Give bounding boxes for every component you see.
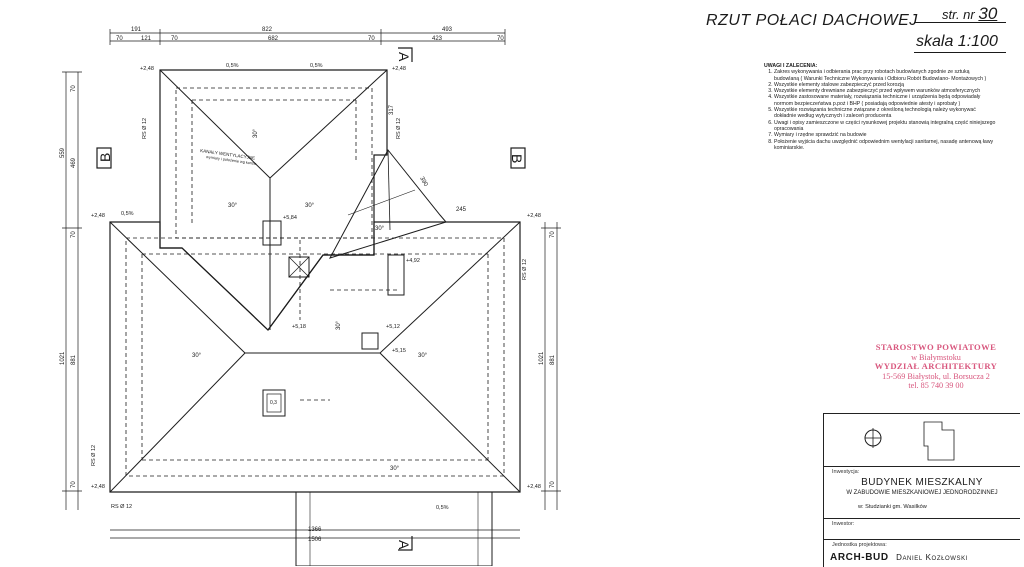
dim-bottom-2: 1506 <box>308 537 322 543</box>
dim-right-4: 70 <box>550 481 556 488</box>
stamp-line: WYDZIAŁ ARCHITEKTURY <box>874 361 998 372</box>
dim-inner-1: 70 <box>116 36 123 42</box>
note-item: Uwagi i opisy zamieszczone w części rysu… <box>774 120 996 133</box>
dim-left-7: 70 <box>71 481 77 488</box>
stamp-line: tel. 85 740 39 00 <box>908 381 964 391</box>
notes-heading: UWAGI I ZALECENIA: <box>764 63 818 69</box>
drawing-scale: skala 1:100 <box>916 33 998 50</box>
dim-inner-6: 423 <box>432 36 443 42</box>
elevation-mark: +2,48 <box>140 66 154 72</box>
office-stamp: STAROSTWO POWIATOWE w Białymstoku WYDZIA… <box>868 342 1004 391</box>
page-number: str. nr 30 <box>942 4 997 24</box>
building-subtitle: W ZABUDOWIE MIESZKANIOWEJ JEDNORODZINNEJ <box>846 490 998 496</box>
gutter-slope: 0,5% <box>436 505 449 511</box>
section-mark-b: B <box>509 154 525 163</box>
elevation-mark: +2,48 <box>91 484 105 490</box>
section-mark-a: A <box>396 52 412 62</box>
stamp-line: STAROSTWO POWIATOWE <box>875 342 997 352</box>
section-mark-b: B <box>97 153 113 162</box>
scale-underline <box>914 52 1006 53</box>
ridge-level: +4,92 <box>406 258 420 264</box>
note-item: Wszystkie zastosowane materiały, rozwiąz… <box>774 94 996 107</box>
dim-inner-2: 121 <box>141 36 152 42</box>
gutter-slope: 0,5% <box>121 211 134 217</box>
window-label: 0,3 <box>270 400 277 406</box>
gutter-slope: 0,5% <box>226 63 239 69</box>
elevation-mark: +2,48 <box>527 484 541 490</box>
location: w: Studzianki gm. Wasilków <box>858 504 927 510</box>
dim-bottom-1: 1366 <box>308 527 322 533</box>
dim-top-3: 493 <box>442 27 453 33</box>
stamp-line: 15-569 Białystok, ul. Borsucza 2 <box>882 371 990 381</box>
slope-angle: 30° <box>228 203 238 209</box>
stamp-line: w Białymstoku <box>911 352 961 362</box>
dim-left-4: 70 <box>71 231 77 238</box>
slope-angle: 30° <box>418 353 428 359</box>
dim-extra-390: 390 <box>418 176 429 188</box>
dim-right-3: 1021 <box>539 351 545 365</box>
company-name: ARCH-BUD Daniel Kozłowski <box>830 552 968 563</box>
slope-angle: 30° <box>390 466 400 472</box>
dim-left-5: 881 <box>71 354 77 365</box>
slope-angle: 30° <box>253 128 259 138</box>
dim-left-3: 559 <box>60 147 66 158</box>
gutter-label: RS Ø 12 <box>91 445 97 466</box>
notes-list: Zakres wykonywania i odbierania prac prz… <box>764 69 996 151</box>
ridge-level: +5,12 <box>386 324 400 330</box>
elevation-mark: +2,48 <box>91 213 105 219</box>
note-item: Wszystkie elementy drewniane zabezpieczy… <box>774 88 996 94</box>
dim-left-2: 469 <box>71 157 77 168</box>
dim-inner-3: 70 <box>171 36 178 42</box>
note-item: Zakres wykonywania i odbierania prac prz… <box>774 69 996 82</box>
title-underline <box>914 22 1006 23</box>
gutter-label: RS Ø 12 <box>522 259 528 280</box>
dim-inner-7: 70 <box>497 36 504 42</box>
slope-angle: 30° <box>305 203 315 209</box>
drawing-title: RZUT POŁACI DACHOWEJ <box>706 12 918 29</box>
dim-left-6: 1021 <box>60 351 66 365</box>
dim-inner-5: 70 <box>368 36 375 42</box>
title-block: Inwestycja: BUDYNEK MIESZKALNY W ZABUDOW… <box>823 413 1020 567</box>
duct-sublabel: wymiary i położenie wg konstr. <box>206 155 257 166</box>
ridge-level: +5,84 <box>283 215 297 221</box>
ridge-level: +5,18 <box>292 324 306 330</box>
gutter-label: RS Ø 12 <box>142 118 148 139</box>
investor-label: Inwestor: <box>832 521 855 527</box>
note-item: Położenie wyjścia dachu uwzględnić odpow… <box>774 139 996 152</box>
ridge-level: +5,15 <box>392 348 406 354</box>
investment-label: Inwestycja: <box>832 469 860 475</box>
gutter-label: RS Ø 12 <box>111 504 132 510</box>
dim-right-2: 881 <box>550 354 556 365</box>
dim-inner-4: 682 <box>268 36 279 42</box>
page-label: str. nr <box>942 7 975 22</box>
page-number-value: 30 <box>978 4 998 23</box>
elevation-mark: +2,48 <box>527 213 541 219</box>
designer-name: Daniel Kozłowski <box>896 553 969 562</box>
dim-extra-245: 245 <box>456 207 467 213</box>
dim-extra-317: 317 <box>389 104 395 115</box>
gutter-slope: 0,5% <box>310 63 323 69</box>
dim-top-1: 191 <box>131 27 142 33</box>
dim-top-2: 822 <box>262 27 273 33</box>
notes-block: UWAGI I ZALECENIA: Zakres wykonywania i … <box>764 63 996 151</box>
dim-right-1: 70 <box>550 231 556 238</box>
slope-angle: 30° <box>336 320 342 330</box>
note-item: Wymiary i rzędne sprawdzić na budowie <box>774 132 996 138</box>
gutter-label: RS Ø 12 <box>396 118 402 139</box>
slope-angle: 30° <box>375 226 385 232</box>
note-item: Wszystkie elementy stalowe zabezpieczyć … <box>774 82 996 88</box>
slope-angle: 30° <box>192 353 202 359</box>
elevation-mark: +2,48 <box>392 66 406 72</box>
company: ARCH-BUD <box>830 552 889 563</box>
note-item: Wszystkie rozwiązania techniczne związan… <box>774 107 996 120</box>
building-name: BUDYNEK MIESZKALNY <box>861 477 983 488</box>
dim-left-1: 70 <box>71 85 77 92</box>
section-mark-a: A <box>396 540 412 550</box>
designer-label: Jednostka projektowa: <box>832 542 887 548</box>
